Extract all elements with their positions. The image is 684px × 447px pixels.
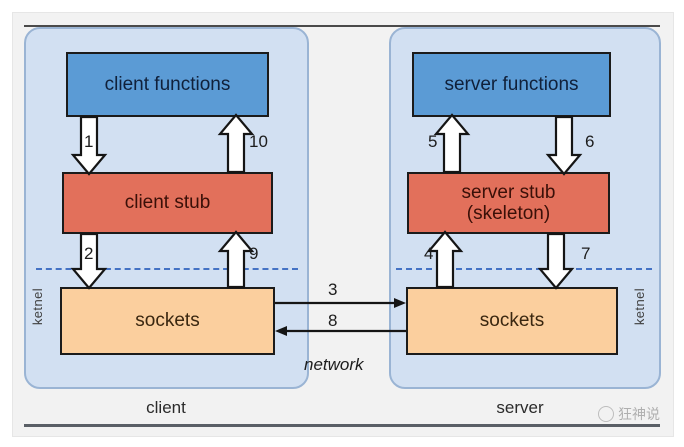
top-divider-rule (24, 25, 660, 27)
client-kernel-label: ketnel (30, 288, 45, 326)
step-label-3: 3 (328, 280, 338, 299)
step-label-5: 5 (428, 132, 438, 151)
step-label-9: 9 (249, 244, 259, 263)
step-label-2: 2 (84, 244, 94, 263)
step-label-6: 6 (585, 132, 595, 151)
step-label-8: 8 (328, 311, 338, 330)
client-caption: client (146, 398, 186, 417)
client-kernel-divider (36, 268, 298, 270)
server-stub-box: server stub (skeleton) (407, 172, 610, 234)
step-label-4: 4 (424, 244, 434, 263)
server-kernel-divider (396, 268, 652, 270)
client-stub-box: client stub (62, 172, 273, 234)
watermark-text: 狂神说 (618, 406, 660, 422)
step-label-1: 1 (84, 132, 94, 151)
server-stub-line-1: server stub (461, 181, 556, 203)
server-caption: server (496, 398, 544, 417)
watermark: 狂神说 (598, 404, 660, 424)
client-functions-box: client functions (66, 52, 269, 117)
server-functions-box: server functions (412, 52, 611, 117)
step-label-7: 7 (581, 244, 591, 263)
server-sockets-box: sockets (406, 287, 618, 355)
server-stub-line-2: (skeleton) (466, 203, 551, 224)
network-label: network (304, 355, 364, 374)
server-kernel-label: ketnel (632, 288, 647, 326)
watermark-logo-icon (598, 406, 614, 422)
step-label-10: 10 (249, 132, 268, 151)
bottom-divider-rule (24, 424, 660, 427)
client-sockets-box: sockets (60, 287, 275, 355)
